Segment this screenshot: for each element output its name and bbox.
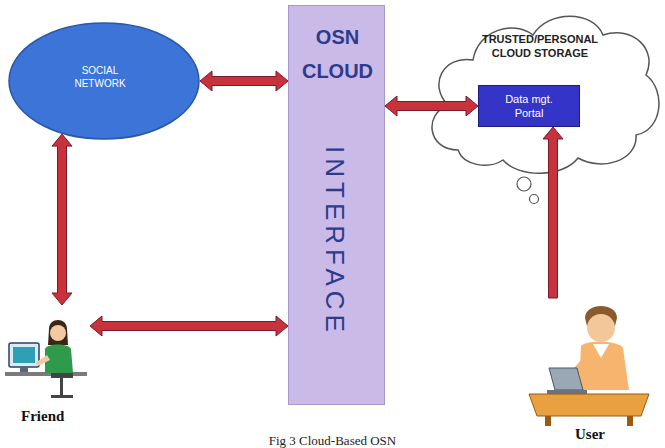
double-arrow [200,71,288,91]
double-arrow [52,134,72,305]
double-arrow [90,316,288,336]
interface-band: OSN CLOUD INTERFACE [288,5,385,405]
thought-bubble [530,195,539,204]
user-figure: User [525,298,655,446]
cloud-label: TRUSTED/PERSONAL CLOUD STORAGE [470,32,610,60]
figure-caption: Fig 3 Cloud-Based OSN [0,433,665,448]
friend-illustration [5,305,90,405]
thought-bubble [517,177,531,191]
person-label: User [525,426,655,443]
cloud-storage: TRUSTED/PERSONAL CLOUD STORAGE Data mgt. … [418,0,663,180]
friend-figure: Friend [5,305,90,430]
node-label: Data mgt. Portal [479,92,579,120]
band-vertical-label: INTERFACE [319,146,350,337]
portal-box: Data mgt. Portal [478,85,580,127]
node-label: SOCIAL NETWORK [58,64,142,90]
user-illustration [525,298,655,428]
band-heading: OSN CLOUD [289,20,386,88]
social-network-ellipse: SOCIAL NETWORK [8,22,200,140]
person-label: Friend [21,408,64,425]
